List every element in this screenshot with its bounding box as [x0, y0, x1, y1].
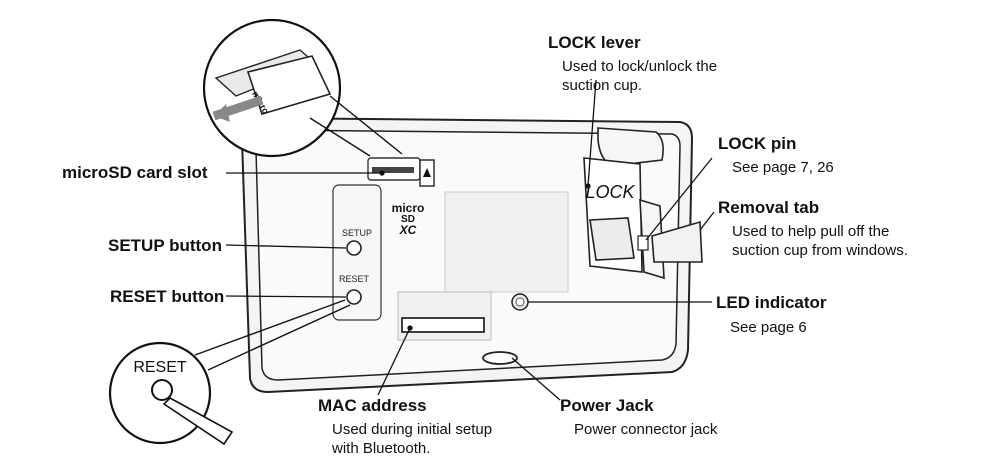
removal-tab-desc-2: suction cup from windows. — [732, 242, 908, 259]
lock-pin-title: LOCK pin — [718, 134, 797, 153]
led-indicator-title: LED indicator — [716, 293, 827, 312]
reset-button-hole[interactable] — [346, 289, 362, 305]
led-indicator — [511, 293, 529, 311]
mac-address-desc-2: with Bluetooth. — [332, 440, 431, 457]
reset-zoom-inset: RESET — [108, 299, 351, 446]
setup-mark: SETUP — [342, 228, 372, 238]
lock-lever-desc-2: suction cup. — [562, 77, 643, 94]
power-jack-desc: Power connector jack — [574, 421, 718, 438]
setup-button-hole[interactable] — [346, 240, 362, 256]
leader-lines — [225, 79, 715, 401]
led-indicator-desc: See page 6 — [730, 319, 807, 336]
lock-lever-desc-1: Used to lock/unlock the — [562, 58, 718, 75]
svg-text:SD: SD — [401, 214, 415, 225]
setup-button-title: SETUP button — [108, 236, 222, 255]
lock-pin-desc: See page 7, 26 — [732, 159, 834, 176]
mac-address-title: MAC address — [318, 396, 427, 415]
removal-tab-title: Removal tab — [718, 198, 820, 217]
lock-lever-title: LOCK lever — [548, 33, 641, 52]
microsd-slot-title: microSD card slot — [62, 163, 208, 182]
button-panel: SETUP RESET — [332, 184, 382, 321]
mac-address-desc-1: Used during initial setup — [332, 421, 493, 438]
reset-button-title: RESET button — [110, 287, 225, 306]
power-jack-title: Power Jack — [560, 396, 654, 415]
removal-tab — [637, 220, 703, 263]
sd-zoom-inset: micro — [202, 18, 403, 158]
power-jack — [482, 351, 518, 365]
xc-logo-text: XC — [399, 223, 417, 237]
reset-zoom-text: RESET — [133, 359, 187, 376]
removal-tab-desc-1: Used to help pull off the — [732, 223, 890, 240]
microsd-xc-logo: micro SD XC — [392, 201, 425, 237]
mac-address-label — [397, 291, 492, 341]
label-area — [444, 191, 569, 293]
reset-mark: RESET — [339, 274, 370, 284]
lock-engraving: LOCK — [585, 182, 635, 202]
micro-logo-text: micro — [392, 201, 425, 215]
